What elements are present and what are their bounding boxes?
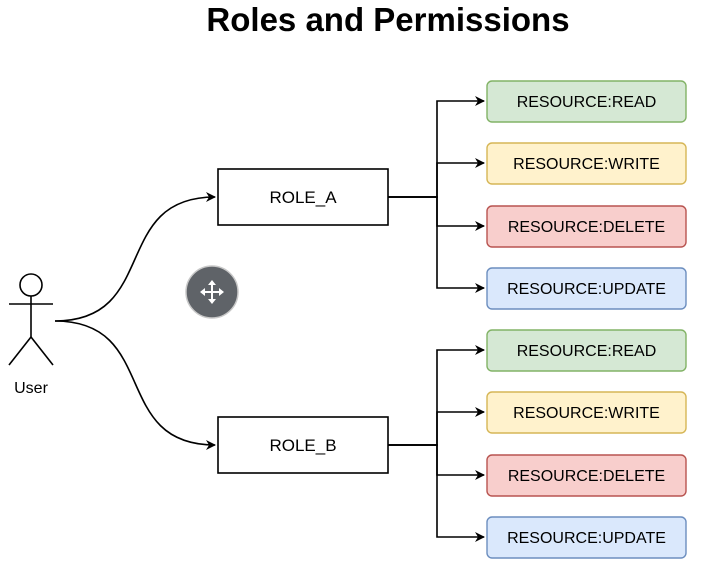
permission-node-a-update[interactable]: RESOURCE:UPDATE (486, 267, 687, 310)
edges-role-b (388, 345, 485, 542)
permission-node-b-update[interactable]: RESOURCE:UPDATE (486, 516, 687, 559)
role-node-a[interactable]: ROLE_A (217, 168, 389, 226)
permission-node-a-write[interactable]: RESOURCE:WRITE (486, 142, 687, 185)
edge-role-b-read (388, 345, 485, 446)
edge-role-b-update (388, 444, 485, 542)
edge-role-a-read (388, 96, 485, 198)
permission-label: RESOURCE:DELETE (508, 468, 665, 485)
permission-label: RESOURCE:READ (517, 343, 657, 360)
edge-role-a-delete (388, 196, 485, 231)
edge-role-a-write (388, 158, 485, 198)
edges-role-a (388, 96, 485, 293)
stick-figure-icon (8, 273, 54, 366)
permission-label: RESOURCE:DELETE (508, 219, 665, 236)
permission-label: RESOURCE:UPDATE (507, 530, 666, 547)
user-label: User (14, 380, 48, 397)
permission-node-a-read[interactable]: RESOURCE:READ (486, 80, 687, 123)
role-label-b: ROLE_B (269, 436, 336, 455)
user-actor[interactable]: User (8, 273, 54, 397)
permission-label: RESOURCE:READ (517, 94, 657, 111)
edge-role-b-write (388, 407, 485, 446)
diagram-title: Roles and Permissions (206, 1, 569, 38)
role-label-a: ROLE_A (269, 188, 337, 207)
edge-role-b-delete (388, 444, 485, 480)
edge-user-role-a (54, 192, 216, 322)
permission-label: RESOURCE:WRITE (513, 405, 660, 422)
edge-user-role-b (54, 320, 216, 450)
permission-label: RESOURCE:UPDATE (507, 281, 666, 298)
permission-node-b-delete[interactable]: RESOURCE:DELETE (486, 454, 687, 497)
role-node-b[interactable]: ROLE_B (217, 416, 389, 474)
permission-node-b-read[interactable]: RESOURCE:READ (486, 329, 687, 372)
permission-label: RESOURCE:WRITE (513, 156, 660, 173)
permission-node-b-write[interactable]: RESOURCE:WRITE (486, 391, 687, 434)
move-icon (200, 280, 224, 304)
edge-role-a-update (388, 196, 485, 293)
move-handle-button[interactable] (185, 265, 239, 319)
permission-node-a-delete[interactable]: RESOURCE:DELETE (486, 205, 687, 248)
